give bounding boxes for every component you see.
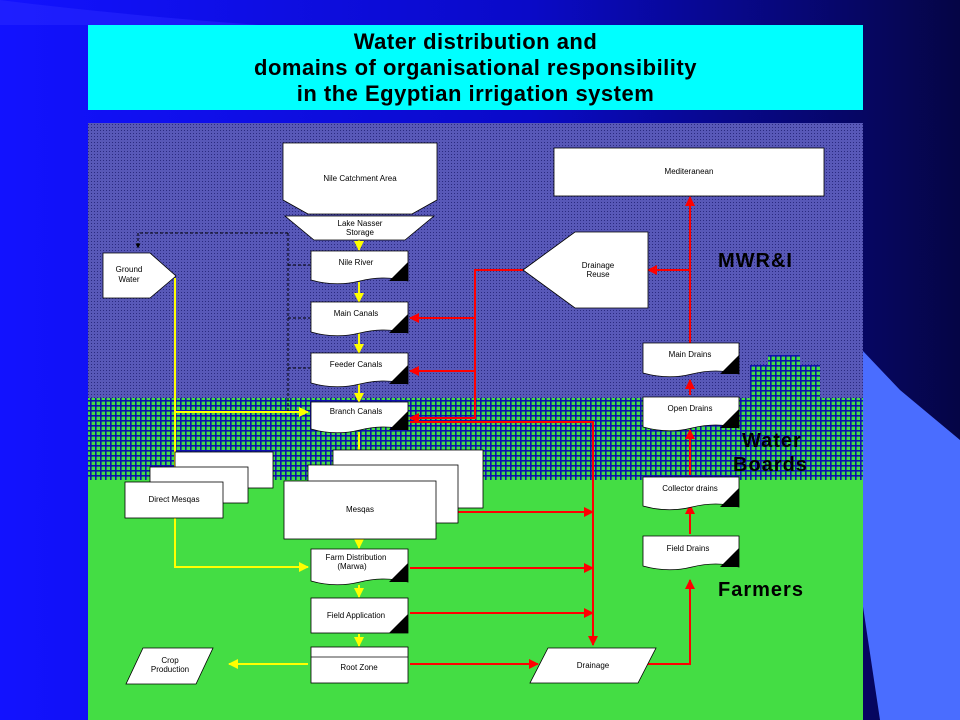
main-drains-label: Main Drains: [669, 350, 712, 359]
mediterranean-label: Mediteranean: [665, 167, 714, 176]
direct-mesqas-label: Direct Mesqas: [148, 495, 199, 504]
node-drainage: Drainage: [529, 647, 657, 684]
title-line-1: Water distribution and: [353, 28, 598, 54]
node-mesqas: Mesqas: [283, 449, 484, 540]
lake-nasser-label-2: Storage: [346, 228, 375, 237]
node-open-drains: Open Drains: [642, 396, 740, 432]
ground-water-label-2: Water: [118, 275, 139, 284]
node-feeder-canals: Feeder Canals: [310, 352, 409, 388]
domain-label-water-boards-1: Water: [742, 430, 802, 452]
farm-distribution-label-1: Farm Distribution: [326, 553, 387, 562]
node-root-zone: Root Zone: [310, 646, 409, 684]
node-farm-distribution: Farm Distribution (Marwa): [310, 548, 409, 586]
node-crop-production: Crop Production: [125, 647, 214, 685]
drainage-reuse-label-2: Reuse: [586, 270, 610, 279]
crop-production-label-2: Production: [151, 665, 189, 674]
node-collector-drains: Collector drains: [642, 476, 740, 511]
title-box: Water distribution and domains of organi…: [88, 25, 863, 110]
domain-label-farmers: Farmers: [718, 579, 804, 601]
farmers-zone: [88, 480, 863, 720]
title-line-2: domains of organisational responsibility: [254, 54, 697, 80]
collector-drains-label: Collector drains: [662, 484, 718, 493]
feeder-canals-label: Feeder Canals: [330, 360, 382, 369]
node-lake-nasser: Lake Nasser Storage: [283, 215, 436, 241]
node-nile-river: Nile River: [310, 250, 409, 285]
node-direct-mesqas: Direct Mesqas: [124, 451, 274, 519]
lake-nasser-label-1: Lake Nasser: [338, 219, 383, 228]
drainage-reuse-label-1: Drainage: [582, 261, 615, 270]
node-drainage-reuse: Drainage Reuse: [522, 231, 649, 309]
field-application-label: Field Application: [327, 611, 385, 620]
branch-canals-label: Branch Canals: [330, 407, 382, 416]
node-mediterranean: Mediteranean: [553, 147, 825, 197]
drainage-flows: [409, 196, 695, 669]
nile-catchment-label: Nile Catchment Area: [323, 174, 397, 183]
farm-distribution-label-2: (Marwa): [337, 562, 367, 571]
domain-label-ministry: MWR&I: [718, 250, 793, 272]
node-ground-water: Ground Water: [102, 252, 177, 299]
node-nile-catchment: Nile Catchment Area: [282, 142, 438, 215]
open-drains-label: Open Drains: [668, 404, 713, 413]
nile-river-label: Nile River: [339, 258, 374, 267]
domain-label-water-boards-2: Boards: [733, 454, 808, 476]
root-zone-label: Root Zone: [340, 663, 378, 672]
ground-water-label-1: Ground: [116, 265, 143, 274]
water-boards-bump: [750, 355, 820, 398]
drainage-label: Drainage: [577, 661, 610, 670]
node-field-drains: Field Drains: [642, 535, 740, 571]
node-main-canals: Main Canals: [310, 301, 409, 337]
title-line-3: in the Egyptian irrigation system: [296, 80, 655, 106]
main-canals-label: Main Canals: [334, 309, 378, 318]
node-branch-canals: Branch Canals: [310, 401, 409, 434]
field-drains-label: Field Drains: [667, 544, 710, 553]
node-field-application: Field Application: [310, 597, 409, 634]
crop-production-label-1: Crop: [161, 656, 179, 665]
node-main-drains: Main Drains: [642, 342, 740, 378]
mesqas-label: Mesqas: [346, 505, 374, 514]
